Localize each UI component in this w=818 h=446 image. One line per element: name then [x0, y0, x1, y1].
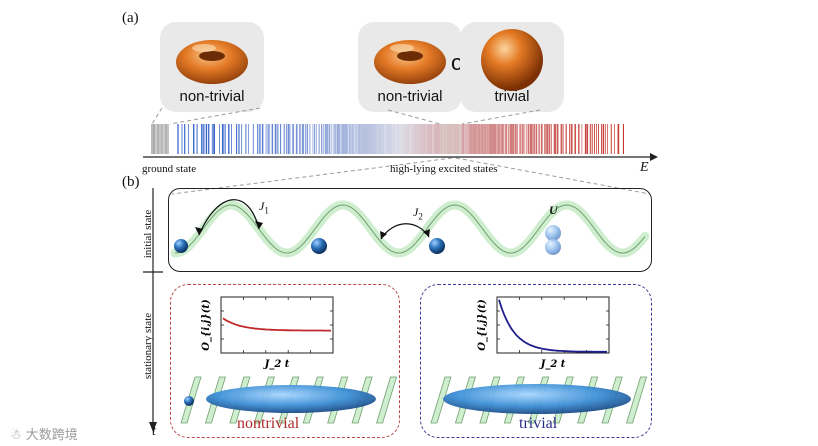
inset-frame	[496, 296, 610, 354]
spectrum-lines	[151, 124, 624, 154]
inset-xlabel: J_2 t	[263, 359, 290, 370]
atom-ball-faded	[545, 239, 561, 255]
decay-curve	[222, 317, 331, 332]
ground-state-label: ground state	[142, 163, 197, 175]
nontrivial-label: nontrivial	[237, 415, 300, 432]
ribbon-segment	[430, 376, 452, 424]
inset-ylabel: O_{i,j}(t)	[477, 299, 488, 351]
j2-label: J2	[413, 205, 423, 222]
card-nontrivial-mid: non-trivial	[358, 22, 462, 112]
time-axis-label: t	[152, 424, 156, 439]
atom-ball	[311, 238, 327, 254]
inset-xlabel: J_2 t	[539, 359, 566, 370]
atom-ball-faded	[545, 225, 561, 241]
ellipsoid	[206, 385, 376, 413]
watermark: ☃ 大数跨境	[10, 428, 78, 443]
stationary-state-label: stationary state	[142, 312, 154, 380]
energy-axis-label: E	[640, 160, 649, 175]
inset-plot-left: O_{i,j}(t) J_2 t	[201, 296, 334, 370]
initial-state-box: J1 J2 U	[168, 188, 652, 272]
j1-label: J1	[259, 199, 269, 216]
nontrivial-box: O_{i,j}(t) J_2 t nontrivial	[170, 284, 400, 438]
optical-lattice	[170, 199, 649, 258]
ribbon-segment	[626, 376, 648, 424]
time-axis	[143, 188, 163, 432]
sphere-label: trivial	[494, 88, 530, 105]
torus-icon	[374, 40, 446, 84]
card-trivial: trivial	[460, 22, 564, 112]
atom-ball	[429, 238, 445, 254]
torus-icon	[176, 40, 248, 84]
torus-label-left: non-trivial	[179, 88, 245, 105]
initial-state-label: initial state	[142, 209, 154, 259]
sphere-icon	[481, 29, 543, 91]
u-label: U	[549, 203, 558, 217]
excited-states-label: high-lying excited states	[390, 163, 498, 175]
watermark-icon: ☃	[10, 428, 22, 443]
atom-ball	[174, 239, 188, 253]
trivial-box: O_{i,j}(t) J_2 t trivial	[420, 284, 652, 438]
ribbon-segment	[376, 376, 397, 424]
ellipsoid-lattice-left	[180, 376, 397, 424]
energy-spectrum	[143, 107, 658, 195]
ellipsoid	[443, 384, 631, 414]
panel-a-tag: (a)	[122, 10, 139, 26]
atom-ball	[184, 396, 194, 406]
panel-b-tag: (b)	[122, 174, 140, 190]
decay-curve	[498, 299, 607, 353]
trivial-label: trivial	[519, 415, 558, 432]
inset-ylabel: O_{i,j}(t)	[201, 299, 212, 351]
inset-plot-right: O_{i,j}(t) J_2 t	[477, 296, 610, 370]
card-nontrivial-left: non-trivial	[160, 22, 264, 112]
torus-label-mid: non-trivial	[377, 88, 443, 105]
spectrum-highlight	[440, 124, 462, 154]
ellipsoid-lattice-right	[430, 376, 648, 424]
